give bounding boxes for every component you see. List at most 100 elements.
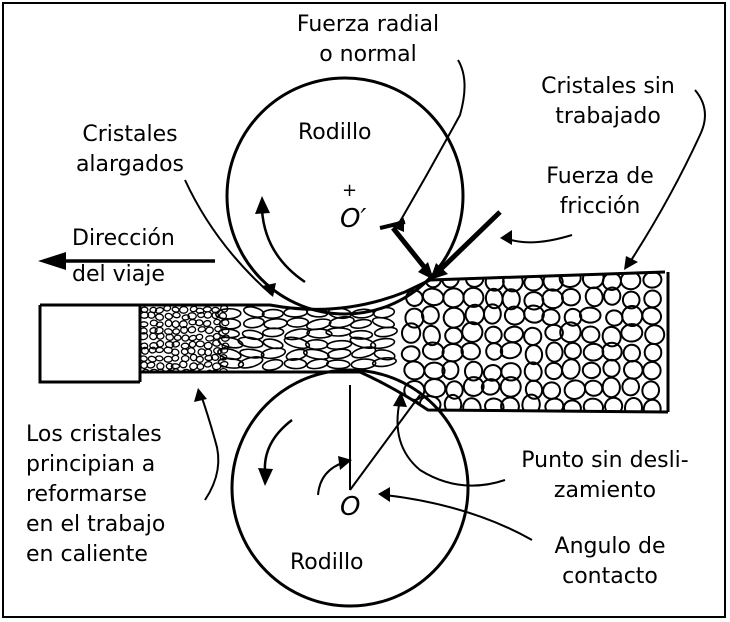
crystal-grain [210, 353, 220, 361]
crystal-grain [140, 346, 150, 355]
crystal-grain [188, 318, 197, 326]
crystal-grain [484, 397, 505, 412]
crystal-grain [421, 341, 445, 361]
crystal-grain [178, 320, 188, 329]
crystal-grain [350, 358, 377, 370]
crystal-grain [202, 319, 212, 328]
top-roll-label: Rodillo [298, 120, 372, 145]
bottom-roll-rotation-arrow [258, 419, 293, 486]
crystal-grain [441, 342, 464, 363]
elongated-crystals-line-2: alargados [75, 152, 185, 177]
crystal-grain [544, 361, 564, 381]
crystal-grain [149, 332, 158, 341]
crystal-grain [545, 341, 564, 363]
crystal-grain [524, 379, 544, 400]
crystal-grain [563, 341, 582, 360]
crystal-grain [187, 326, 197, 334]
crystal-grain [164, 319, 173, 328]
crystal-grain [524, 344, 544, 366]
travel-direction-line-1: Dirección [72, 226, 175, 251]
crystal-grain [351, 346, 377, 359]
crystal-grain [463, 360, 484, 382]
crystal-grain [444, 326, 464, 345]
reforming-crystals-line-2: principian a [26, 452, 156, 477]
crystal-grain [584, 286, 604, 308]
bottom-center-label: O [340, 492, 361, 522]
crystal-grain [140, 355, 148, 362]
crystal-grain [187, 347, 196, 355]
crystal-grain [284, 328, 311, 341]
crystal-grain [243, 306, 265, 318]
unworked-crystals-line-2: trabajado [555, 104, 661, 129]
crystal-grain [623, 359, 644, 380]
crystal-grain [461, 321, 484, 343]
reforming-crystals-line-1: Los cristales [26, 422, 162, 447]
crystal-grain [146, 361, 156, 369]
crystal-grain [172, 311, 181, 319]
crystal-grain [578, 306, 602, 324]
crystal-grain [422, 324, 441, 347]
crystal-grain [237, 336, 264, 349]
crystal-grain [179, 360, 188, 369]
crystal-grain [203, 360, 213, 368]
crystal-grain [326, 348, 352, 360]
crystal-grain [403, 360, 426, 381]
crystal-grain [462, 397, 482, 412]
crystal-grain [306, 358, 330, 370]
crystal-grain [241, 329, 264, 341]
crystal-grain [500, 396, 520, 412]
crystal-grain [204, 354, 214, 362]
crystal-grain [242, 317, 265, 329]
crystal-grain [262, 327, 285, 338]
crystal-grain [155, 339, 165, 348]
crystal-grain [156, 332, 165, 340]
crystal-grain [369, 337, 396, 350]
crystal-grain [604, 396, 624, 412]
crystal-grain [421, 287, 445, 307]
crystal-grain [462, 376, 485, 397]
leader-arrowheads [194, 218, 638, 502]
contact-angle-arc-arrow [317, 456, 352, 496]
bottom-roll-label: Rodillo [290, 550, 364, 575]
top-center-plus: + [342, 180, 358, 201]
bottom-roll-circle [230, 368, 470, 608]
top-center-label: O′ [340, 204, 367, 234]
crystal-grain [641, 380, 661, 401]
crystal-grain [462, 286, 485, 308]
crystal-grain [521, 393, 541, 412]
elongated-crystals-label: Cristales alargados [55, 120, 205, 180]
crystal-grain [480, 378, 501, 396]
crystal-grain [155, 355, 164, 362]
crystal-grain [195, 333, 204, 341]
contact-angle-label: Angulo de contacto [530, 532, 690, 592]
crystal-grain [581, 325, 601, 344]
crystal-grain [164, 312, 174, 320]
crystal-grain [283, 336, 311, 350]
crystal-grain [619, 272, 642, 291]
crystal-grain [563, 379, 587, 400]
crystal-grain [140, 342, 149, 350]
contact-angle-line-1: Angulo de [554, 534, 666, 559]
crystal-grain [400, 345, 421, 363]
crystal-grain [154, 313, 165, 321]
crystal-grain [196, 363, 205, 371]
crystal-grain [165, 362, 174, 370]
crystal-grain [203, 341, 213, 350]
crystal-grain [562, 399, 582, 412]
crystal-grain [261, 308, 284, 320]
crystal-grain [171, 354, 180, 362]
crystal-grain [503, 325, 525, 344]
crystal-grain [603, 286, 622, 306]
crystal-grain [181, 314, 191, 321]
crystal-grain [213, 347, 223, 355]
contact-angle-lines [349, 385, 421, 491]
crystal-grain [328, 315, 355, 329]
crystal-grain [442, 287, 465, 309]
crystal-grain [171, 320, 180, 329]
crystal-grain [219, 354, 228, 361]
crystal-grain [621, 290, 641, 310]
friction-force-line-2: fricción [559, 194, 641, 219]
crystal-grain [204, 326, 214, 335]
crystal-grain [501, 288, 521, 311]
